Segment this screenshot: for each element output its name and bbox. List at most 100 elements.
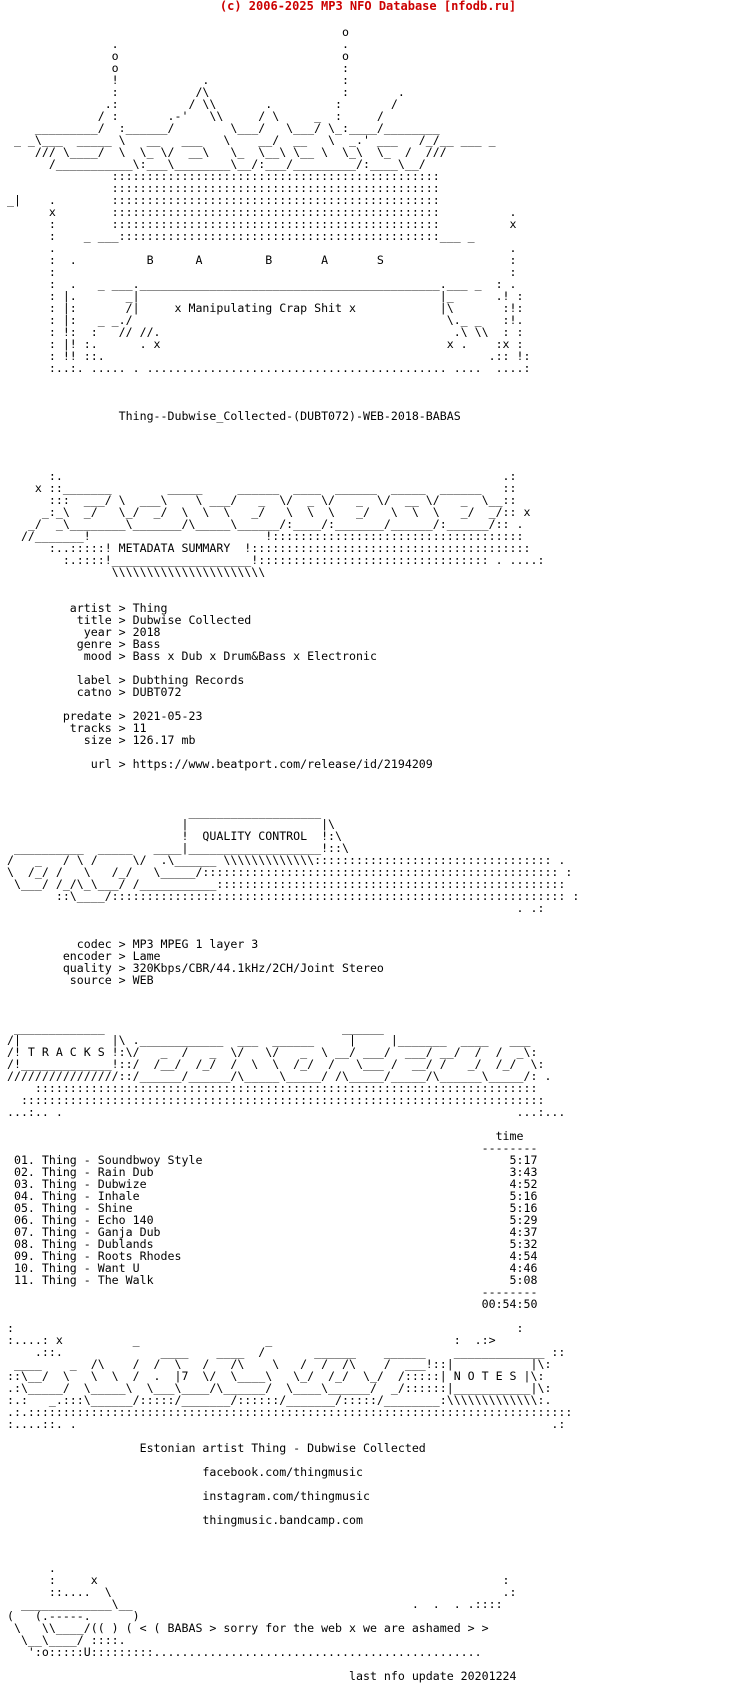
site-header: (c) 2006-2025 MP3 NFO Database [nfodb.ru… bbox=[219, 0, 517, 13]
nfo-line: \__\____/ ::::. bbox=[0, 1633, 126, 1647]
nfo-line: _:_\ _/ \_/ _/ \ \ \ _/ \ \ \ _/ \ \ \ _… bbox=[0, 505, 531, 519]
nfo-line: Estonian artist Thing - Dubwise Collecte… bbox=[0, 1441, 426, 1455]
nfo-line: year > 2018 bbox=[0, 625, 161, 639]
nfo-line: 03. Thing - Dubwize 4:52 bbox=[0, 1177, 538, 1191]
nfo-line: ::.... \ .: bbox=[0, 1585, 517, 1599]
nfo-line: 09. Thing - Roots Rhodes 4:54 bbox=[0, 1249, 538, 1263]
nfo-line: ::: ___/ \ ___\ \ ___/ _ \/ _ \/ _ \/ __… bbox=[0, 493, 517, 507]
nfo-line: / _ / \ / \/ .\______ \\\\\\\\\\\\\:::::… bbox=[0, 853, 566, 867]
nfo-line: ::\____/::::::::::::::::::::::::::::::::… bbox=[0, 889, 580, 903]
nfo-line: -------- bbox=[0, 1141, 538, 1155]
nfo-line: .::. ____ ____ / ______ ______ _________… bbox=[0, 1345, 566, 1359]
nfo-line: ::::::::::::::::::::::::::::::::::::::::… bbox=[0, 1093, 545, 1107]
nfo-line: \___/ /_/\_\___/ /___________:::::::::::… bbox=[0, 877, 566, 891]
nfo-line: _/ _\________\_______/\_____\______/:___… bbox=[0, 517, 524, 531]
nfo-line: /!_____________!::/ /__/ /_/ / \ \ /_/ /… bbox=[0, 1057, 545, 1071]
nfo-line: :..:. ..... . ..........................… bbox=[0, 361, 531, 375]
nfo-line: o o bbox=[0, 49, 350, 63]
nfo-line: : ::::::::::::::::::::::::::::::::::::::… bbox=[0, 217, 517, 231]
nfo-line: ...:.. . ...:... bbox=[0, 1105, 566, 1119]
nfo-line: .:.:::::::::::::::::::::::::::::::::::::… bbox=[0, 1405, 573, 1419]
nfo-line: __________ _____ ____|__________________… bbox=[0, 841, 350, 855]
nfo-line: catno > DUBT072 bbox=[0, 685, 182, 699]
nfo-line: : |. _| |_ .! : bbox=[0, 289, 524, 303]
nfo-line: /// \____/ \ \_ \/ __\ \_ \__\ \__ \ \_\… bbox=[0, 145, 447, 159]
nfo-line: ::::::::::::::::::::::::::::::::::::::::… bbox=[0, 1081, 538, 1095]
nfo-line: Thing--Dubwise_Collected-(DUBT072)-WEB-2… bbox=[0, 409, 461, 423]
nfo-line: .:\_____/ \_____\ \___\____/\______/ \__… bbox=[0, 1381, 552, 1395]
nfo-line: facebook.com/thingmusic bbox=[0, 1465, 363, 1479]
nfo-line: ::::::::::::::::::::::::::::::::::::::::… bbox=[0, 169, 440, 183]
nfo-text: o . . o o o : ! . bbox=[0, 14, 736, 1682]
nfo-line: predate > 2021-05-23 bbox=[0, 709, 203, 723]
nfo-line: artist > Thing bbox=[0, 601, 168, 615]
nfo-line: 08. Thing - Dublands 5:32 bbox=[0, 1237, 538, 1251]
nfo-line: _ _\___ _____ \ __ ___ \ __/ __ \ _.' __… bbox=[0, 133, 496, 147]
nfo-line: mood > Bass x Dub x Drum&Bass x Electron… bbox=[0, 649, 377, 663]
nfo-line: /| |\ .____________ ___ ______ | |______… bbox=[0, 1033, 531, 1047]
nfo-line: 00:54:50 bbox=[0, 1297, 538, 1311]
nfo-line: : |: /| x Manipulating Crap Shit x |\ :!… bbox=[0, 301, 524, 315]
nfo-line: size > 126.17 mb bbox=[0, 733, 196, 747]
nfo-line: :....: x _ _ : .:> bbox=[0, 1333, 496, 1347]
nfo-line: 04. Thing - Inhale 5:16 bbox=[0, 1189, 538, 1203]
nfo-line: _____________\__ . . . .:::: bbox=[0, 1597, 503, 1611]
nfo-line: 07. Thing - Ganja Dub 4:37 bbox=[0, 1225, 538, 1239]
nfo-line: .: / \\ . : / bbox=[0, 97, 398, 111]
nfo-line: | |\ bbox=[0, 817, 336, 831]
nfo-line: \ \\____/(( ) ( < ( BABAS > sorry for th… bbox=[0, 1621, 489, 1635]
nfo-line: . bbox=[0, 1561, 56, 1575]
nfo-line: url > https://www.beatport.com/release/i… bbox=[0, 757, 433, 771]
nfo-line: ! . : bbox=[0, 73, 350, 87]
nfo-line: : !! ::. .:: !: bbox=[0, 349, 531, 363]
nfo-line: o : bbox=[0, 61, 350, 75]
nfo-line: 01. Thing - Soundbwoy Style 5:17 bbox=[0, 1153, 538, 1167]
nfo-line: 06. Thing - Echo 140 5:29 bbox=[0, 1213, 538, 1227]
nfo-line: :.::::!____________________!::::::::::::… bbox=[0, 553, 545, 567]
nfo-line: genre > Bass bbox=[0, 637, 161, 651]
nfo-line: :. .: bbox=[0, 469, 517, 483]
nfo-line: source > WEB bbox=[0, 973, 154, 987]
nfo-line: time bbox=[0, 1129, 524, 1143]
nfo-line: : _ ___:::::::::::::::::::::::::::::::::… bbox=[0, 229, 475, 243]
nfo-line: ':o:::::U:::::::::......................… bbox=[0, 1645, 482, 1659]
nfo-line: ____ _ /\ / / \ / /\ \ / / /\ / ___!::| … bbox=[0, 1357, 552, 1371]
nfo-line: 05. Thing - Shine 5:16 bbox=[0, 1201, 538, 1215]
nfo-line: :..:::::! METADATA SUMMARY !::::::::::::… bbox=[0, 541, 531, 555]
nfo-line: -------- bbox=[0, 1285, 538, 1299]
nfo-line: quality > 320Kbps/CBR/44.1kHz/2CH/Joint … bbox=[0, 961, 384, 975]
nfo-line: 10. Thing - Want U 4:46 bbox=[0, 1261, 538, 1275]
nfo-line: thingmusic.bandcamp.com bbox=[0, 1513, 363, 1527]
nfo-line: o bbox=[0, 25, 350, 39]
nfo-line: ::\__/ \ \ \ / . |7 \/ \____\ \_/ /_/ \_… bbox=[0, 1369, 545, 1383]
nfo-line: _____________ ______ bbox=[0, 1021, 384, 1035]
nfo-line: encoder > Lame bbox=[0, 949, 161, 963]
nfo-line: ::::::::::::::::::::::::::::::::::::::::… bbox=[0, 181, 440, 195]
nfo-line: . . bbox=[0, 241, 517, 255]
nfo-line: last nfo update 20201224 bbox=[0, 1669, 517, 1683]
nfo-line: : . _ ___.______________________________… bbox=[0, 277, 517, 291]
nfo-line: x ::::::::::::::::::::::::::::::::::::::… bbox=[0, 205, 517, 219]
nfo-line: tracks > 11 bbox=[0, 721, 147, 735]
nfo-line: :....::. . .: bbox=[0, 1417, 566, 1431]
nfo-line: codec > MP3 MPEG 1 layer 3 bbox=[0, 937, 259, 951]
nfo-line: : |: _ _./ \._ _ :!. bbox=[0, 313, 524, 327]
nfo-line: title > Dubwise Collected bbox=[0, 613, 252, 627]
nfo-line: label > Dubthing Records bbox=[0, 673, 245, 687]
nfo-line: : |! :. . x x . :x : bbox=[0, 337, 524, 351]
nfo-line: : : bbox=[0, 265, 517, 279]
nfo-line: /___________\:___\________\__/:___/_____… bbox=[0, 157, 426, 171]
nfo-line: \ /_/ / \ /_/ \_____/:::::::::::::::::::… bbox=[0, 865, 573, 879]
nfo-line: ////////////////::/______/______/\_____\… bbox=[0, 1069, 552, 1083]
nfo-line: //_______! !::::::::::::::::::::::::::::… bbox=[0, 529, 524, 543]
nfo-line: ( (.-----. ) bbox=[0, 1609, 140, 1623]
nfo-line: /! T R A C K S !:\/ _ / _ \/ \/ _ \ __/ … bbox=[0, 1045, 538, 1059]
nfo-line: instagram.com/thingmusic bbox=[0, 1489, 370, 1503]
nfo-line: . . bbox=[0, 37, 350, 51]
nfo-line: ___________________ bbox=[0, 805, 322, 819]
nfo-line: :.: _.:::\______/:::::/_______/::::::/__… bbox=[0, 1393, 552, 1407]
nfo-line: : . B A B A S : bbox=[0, 253, 517, 267]
nfo-line: : /\ : . bbox=[0, 85, 405, 99]
nfo-line: 02. Thing - Rain Dub 3:43 bbox=[0, 1165, 538, 1179]
nfo-line: : x : bbox=[0, 1573, 510, 1587]
